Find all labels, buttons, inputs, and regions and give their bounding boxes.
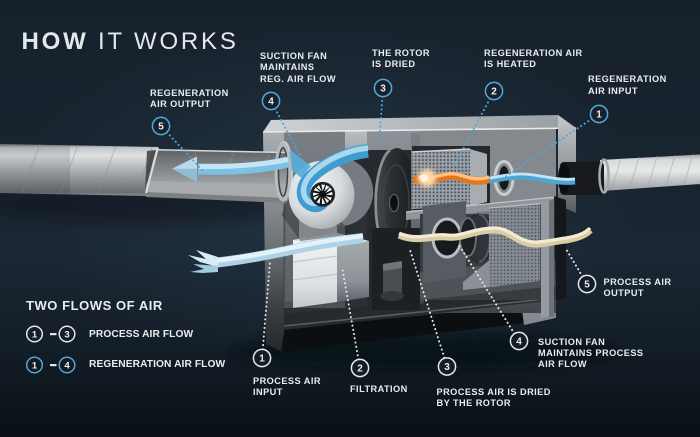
svg-text:5: 5 [158, 122, 164, 133]
svg-text:1: 1 [32, 361, 38, 372]
svg-text:1: 1 [259, 354, 265, 365]
svg-text:3: 3 [64, 330, 69, 341]
svg-text:2: 2 [491, 87, 497, 98]
svg-text:5: 5 [584, 280, 590, 291]
svg-text:3: 3 [380, 84, 386, 95]
svg-text:3: 3 [444, 362, 450, 373]
svg-text:4: 4 [516, 337, 522, 348]
svg-text:1: 1 [32, 330, 38, 341]
svg-text:4: 4 [64, 361, 70, 372]
svg-text:4: 4 [268, 97, 274, 108]
svg-text:1: 1 [596, 110, 602, 121]
svg-text:2: 2 [357, 364, 363, 375]
